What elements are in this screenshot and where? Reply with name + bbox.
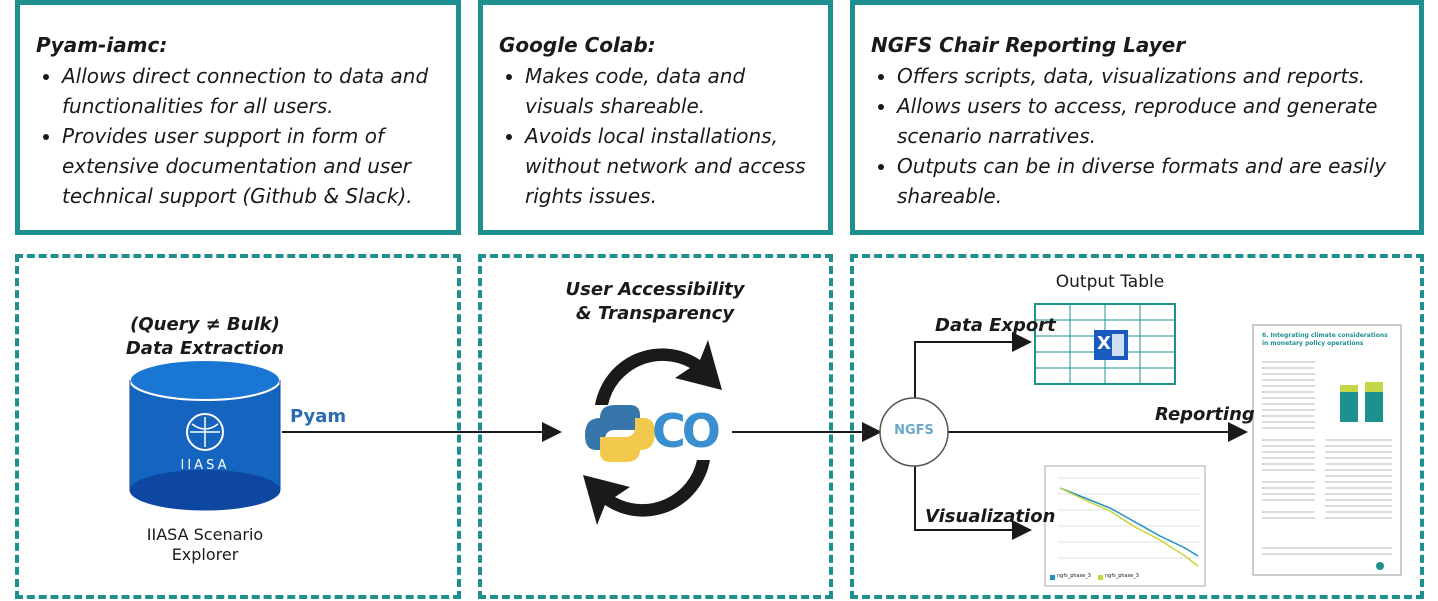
database-label-line-1: IIASA Scenario	[146, 525, 264, 544]
flow-arrow-data-export	[914, 332, 1032, 398]
ngfs-logo-text: NGFS	[894, 423, 934, 438]
report-heading: 6. Integrating climate considerations in…	[1262, 332, 1388, 347]
chart-legend-2: ngfs_phase_3	[1105, 573, 1139, 579]
database-icon	[129, 359, 281, 511]
accessibility-title: User Accessibility & Transparency	[555, 278, 755, 326]
colab-bullet-1: Makes code, data and visuals shareable.	[525, 61, 816, 121]
python-logo-icon	[585, 405, 655, 462]
extraction-line-1: (Query ≠ Bulk)	[130, 314, 280, 335]
colab-title: Google Colab:	[499, 33, 656, 57]
colab-bullet-2: Avoids local installations, without netw…	[525, 121, 816, 211]
pyam-flow-label: Pyam	[290, 406, 347, 427]
cycle-arrows-icon	[583, 340, 722, 525]
ngfs-info-box: NGFS Chair Reporting Layer Offers script…	[850, 0, 1424, 235]
accessibility-line-1: User Accessibility	[565, 279, 745, 300]
ngfs-bullet-2: Allows users to access, reproduce and ge…	[897, 91, 1405, 151]
report-page-icon	[1252, 324, 1402, 576]
data-export-label: Data Export	[935, 315, 1056, 336]
reporting-label: Reporting	[1155, 404, 1255, 425]
pyam-title: Pyam-iamc:	[36, 33, 168, 57]
database-label: IIASA Scenario Explorer	[130, 525, 280, 565]
reporting-panel	[850, 254, 1424, 599]
pyam-bullet-1: Allows direct connection to data and fun…	[62, 61, 442, 121]
colab-info-box: Google Colab: Makes code, data and visua…	[478, 0, 833, 235]
ngfs-bullet-1: Offers scripts, data, visualizations and…	[897, 61, 1405, 91]
pyam-info-box: Pyam-iamc: Allows direct connection to d…	[15, 0, 461, 235]
extraction-title: (Query ≠ Bulk) Data Extraction	[120, 313, 290, 361]
ngfs-bullet-3: Outputs can be in diverse formats and ar…	[897, 151, 1405, 211]
database-label-line-2: Explorer	[171, 545, 239, 564]
accessibility-line-2: & Transparency	[575, 303, 735, 324]
colab-logo-icon: CO	[652, 404, 721, 458]
ngfs-title: NGFS Chair Reporting Layer	[871, 33, 1186, 57]
ngfs-logo-circle	[879, 397, 949, 467]
visualization-chart	[1044, 465, 1206, 587]
excel-glyph: X	[1097, 333, 1111, 354]
chart-legend-1: ngfs_phase_3	[1057, 573, 1091, 579]
pyam-bullet-2: Provides user support in form of extensi…	[62, 121, 442, 211]
flow-arrow-visualization	[914, 466, 1032, 540]
visualization-label: Visualization	[925, 506, 1056, 527]
extraction-line-2: Data Extraction	[125, 338, 285, 359]
iiasa-logo-text: IIASA	[180, 458, 230, 473]
output-table-label: Output Table	[1055, 272, 1165, 292]
excel-table-icon	[1034, 303, 1176, 385]
extraction-panel	[15, 254, 461, 599]
accessibility-panel	[478, 254, 833, 599]
